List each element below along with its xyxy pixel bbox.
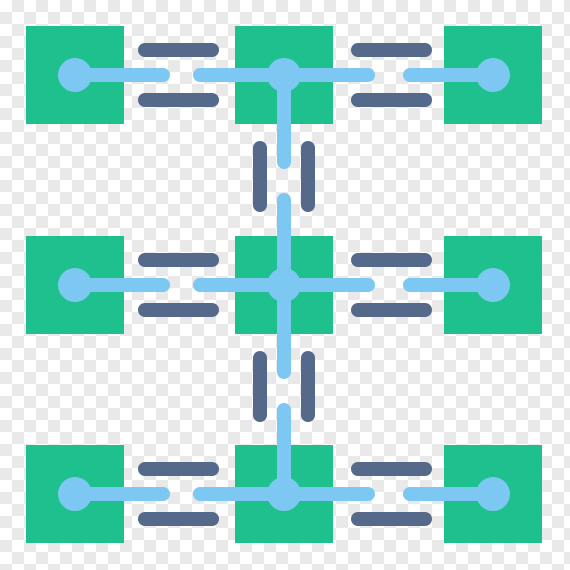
node-dots	[58, 58, 510, 511]
node-dot-r3-c1	[58, 477, 92, 511]
node-dot-r1-c2	[267, 58, 301, 92]
node-dot-r3-c3	[476, 477, 510, 511]
node-dot-r1-c1	[58, 58, 92, 92]
connector-dashes	[138, 43, 432, 526]
node-dot-r1-c3	[476, 58, 510, 92]
node-dot-r2-c2	[267, 268, 301, 302]
node-dot-r2-c3	[476, 268, 510, 302]
node-dot-r3-c2	[267, 477, 301, 511]
node-dot-r2-c1	[58, 268, 92, 302]
